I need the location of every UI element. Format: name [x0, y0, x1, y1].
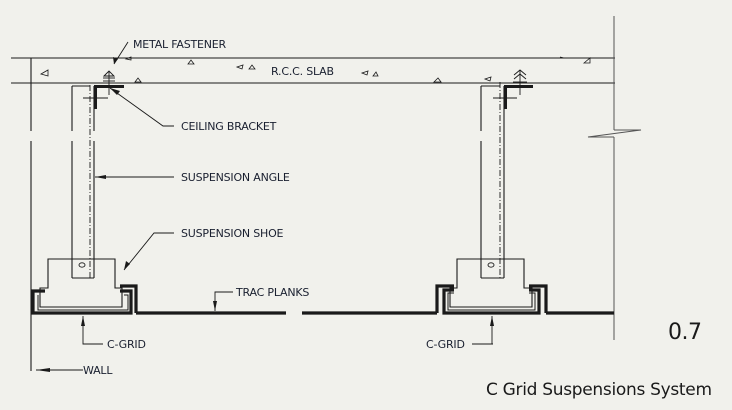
- label-suspension-shoe: SUSPENSION SHOE: [181, 227, 284, 240]
- label-trac-planks: TRAC PLANKS: [235, 286, 309, 299]
- arrowhead-c-grid-left: [81, 316, 85, 326]
- leader-arrowheads: [36, 57, 494, 372]
- arrowhead-wall: [36, 368, 50, 372]
- arrowhead-trac-planks: [213, 301, 217, 311]
- figure-title: C Grid Suspensions System: [486, 380, 712, 400]
- arrowhead-suspension-shoe: [124, 261, 130, 270]
- ceiling-bracket-right: [504, 85, 533, 109]
- c-grid-left: [31, 284, 138, 315]
- c-grid-right: [435, 284, 548, 315]
- left-suspension-assembly: [31, 70, 138, 315]
- ceiling-bracket-left: [94, 85, 124, 109]
- slab-aggregate-marks: [39, 56, 591, 83]
- metal-fastener-left: [102, 70, 116, 95]
- label-suspension-angle: SUSPENSION ANGLE: [181, 171, 290, 184]
- arrowhead-ceiling-bracket: [110, 88, 120, 95]
- arrowhead-c-grid-right: [490, 316, 494, 326]
- label-rcc-slab: R.C.C. SLAB: [271, 65, 334, 78]
- label-metal-fastener: METAL FASTENER: [133, 38, 227, 51]
- break-line: [587, 16, 642, 340]
- label-ceiling-bracket: CEILING BRACKET: [181, 120, 277, 133]
- right-suspension-assembly: [435, 69, 548, 315]
- figure-number: 0.7: [668, 320, 702, 345]
- leaders: [36, 41, 493, 371]
- label-c-grid-left: C-GRID: [107, 338, 146, 351]
- suspension-shoe-left: [39, 258, 123, 308]
- suspension-shoe-right: [449, 258, 533, 308]
- metal-fastener-right: [513, 69, 527, 95]
- rcc-slab: [11, 57, 615, 84]
- arrowhead-metal-fastener: [113, 57, 118, 64]
- label-c-grid-right: C-GRID: [426, 338, 465, 351]
- arrowhead-suspension-angle: [95, 175, 106, 179]
- label-wall: WALL: [83, 364, 113, 377]
